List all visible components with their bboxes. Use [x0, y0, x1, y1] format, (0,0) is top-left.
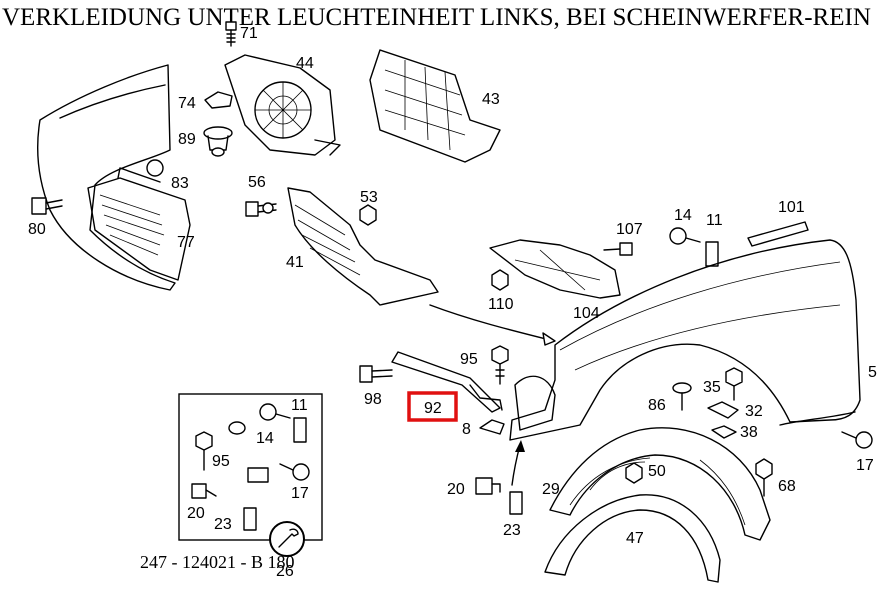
diagram-title: VERKLEIDUNG UNTER LEUCHTEINHEIT LINKS, B… [2, 4, 871, 31]
label-104: 104 [573, 305, 600, 322]
liner-29-drawing [549, 427, 771, 541]
clip-8-drawing [479, 419, 505, 435]
label-95: 95 [460, 351, 478, 368]
clip-23-drawing [509, 491, 523, 515]
nut-50-drawing [625, 462, 643, 484]
label-77: 77 [177, 234, 195, 251]
label-23: 23 [503, 522, 521, 539]
screw-95-drawing [491, 345, 509, 385]
highlight-box [407, 391, 458, 422]
bolt-80-drawing [31, 197, 63, 215]
inset-clip-drawing [247, 467, 269, 483]
label-71: 71 [240, 25, 258, 42]
strip-101-drawing [747, 221, 809, 247]
label-92: 92 [424, 400, 442, 417]
shield-41-drawing [287, 187, 439, 306]
part-104-drawing [489, 239, 621, 299]
label-41: 41 [286, 254, 304, 271]
label-29: 29 [542, 481, 560, 498]
label-32: 32 [745, 403, 763, 420]
screw-71-drawing [225, 21, 237, 47]
label-86: 86 [648, 397, 666, 414]
inset-screw-17-drawing [279, 463, 310, 481]
inset-label-20: 20 [187, 505, 205, 522]
inset-label-11: 11 [291, 397, 308, 414]
clip-38-drawing [711, 425, 737, 439]
label-101: 101 [778, 199, 805, 216]
label-47: 47 [626, 530, 644, 547]
screw-56-drawing [245, 201, 277, 217]
screw-35-drawing [725, 367, 743, 401]
arrow-23-head [515, 440, 525, 452]
panel-43-drawing [369, 49, 501, 163]
arrow-41-head [542, 332, 556, 346]
arch-47-drawing [544, 494, 721, 583]
screw-98-drawing [359, 365, 393, 383]
inset-screw-14-drawing [228, 403, 291, 435]
hardware-inset [178, 393, 323, 557]
clip-74-drawing [204, 91, 233, 109]
label-38: 38 [740, 424, 758, 441]
inset-label-95: 95 [212, 453, 230, 470]
nut-53-drawing [359, 204, 377, 226]
label-14: 14 [674, 207, 692, 224]
label-50: 50 [648, 463, 666, 480]
label-5: 5 [868, 364, 877, 381]
bumper-drawing [36, 64, 191, 291]
inset-clip-11-drawing [293, 417, 307, 443]
label-107: 107 [616, 221, 643, 238]
screw-14-top-drawing [669, 227, 701, 245]
screw-17-right-drawing [841, 431, 873, 449]
label-17-right: 17 [856, 457, 874, 474]
inset-screw-95-drawing [195, 431, 213, 471]
inset-label-17: 17 [291, 485, 309, 502]
inset-clip-23-drawing [243, 507, 257, 531]
label-8: 8 [462, 421, 471, 438]
label-53: 53 [360, 189, 378, 206]
clip-11-top-drawing [705, 241, 719, 267]
label-83: 83 [171, 175, 189, 192]
inset-label-23: 23 [214, 516, 232, 533]
label-35: 35 [703, 379, 721, 396]
label-74: 74 [178, 95, 196, 112]
inset-label-26: 26 [276, 563, 294, 580]
fender-drawing [509, 239, 861, 441]
nut-110-drawing [491, 269, 509, 291]
label-89: 89 [178, 131, 196, 148]
label-110: 110 [488, 296, 514, 313]
screw-107-drawing [603, 242, 633, 256]
wrench-26-icon [269, 521, 305, 557]
screw-86-drawing [672, 382, 692, 411]
clip-32-drawing [707, 401, 739, 419]
label-68: 68 [778, 478, 796, 495]
part-labels: 71 44 43 74 89 83 56 53 80 77 41 107 14 … [28, 25, 877, 580]
label-80: 80 [28, 221, 46, 238]
document-number: 247 - 124021 - B 180 [140, 552, 295, 572]
label-11: 11 [706, 212, 723, 229]
grommet-89-drawing [203, 126, 233, 157]
bracket-92-drawing [391, 351, 503, 413]
label-44: 44 [296, 55, 314, 72]
label-98: 98 [364, 391, 382, 408]
label-20: 20 [447, 481, 465, 498]
nut-83-drawing [146, 159, 164, 177]
panel-44-drawing [224, 54, 341, 156]
label-56: 56 [248, 174, 266, 191]
inset-label-14: 14 [256, 430, 274, 447]
label-43: 43 [482, 91, 500, 108]
screw-68-drawing [755, 458, 773, 497]
clip-20-drawing [475, 477, 501, 495]
arrow-41-to-fender [429, 304, 551, 341]
inset-clip-20-drawing [191, 483, 217, 499]
